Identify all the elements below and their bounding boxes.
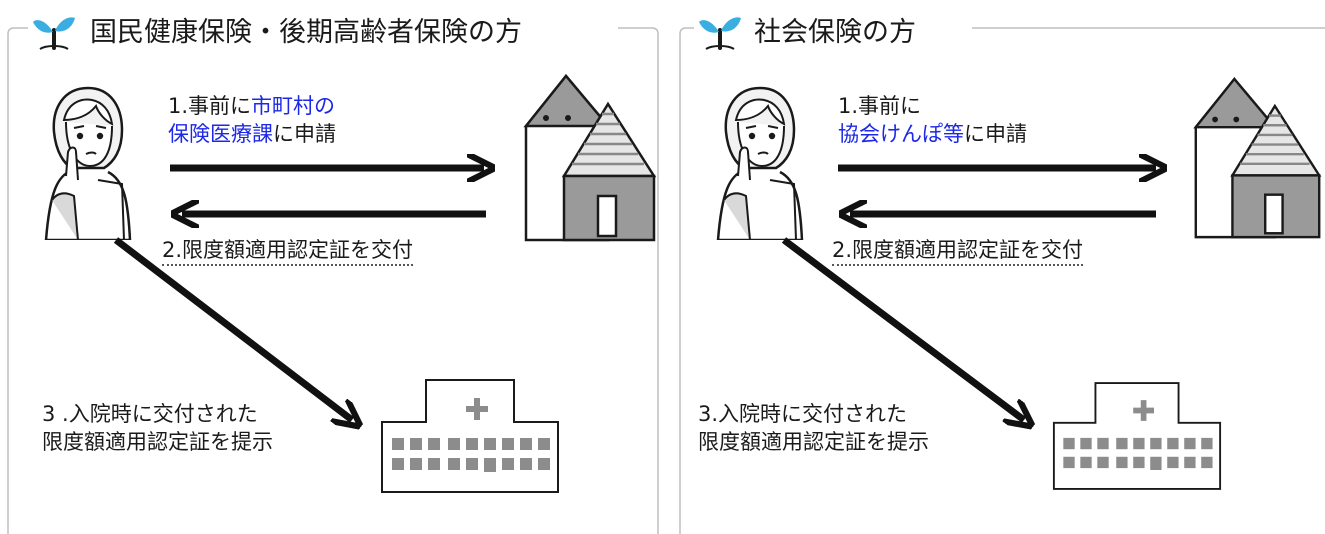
step1-label: 1.事前に 協会けんぽ等に申請 (838, 92, 1027, 148)
left-panel-national-insurance: 国民健康保険・後期高齢者保険の方 1.事前に市町村の 保険医療課に申請 2.限度… (7, 10, 659, 534)
panel-title: 社会保険の方 (748, 10, 922, 49)
panel-frame (7, 27, 659, 534)
flow-illustration (44, 74, 656, 493)
step1-label: 1.事前に市町村の 保険医療課に申請 (168, 92, 336, 148)
arrow-diagonal-icon (113, 237, 352, 420)
step1-highlight-line1: 市町村の (251, 94, 336, 118)
woman-icon (44, 86, 132, 240)
step1-highlight: 協会けんぽ等 (838, 122, 964, 146)
step3-line1: 3.入院時に交付された (698, 402, 908, 426)
step1-suffix: に申請 (273, 122, 336, 146)
panel-frame (679, 27, 1325, 534)
step2-text: 2.限度額適用認定証を交付 (162, 238, 414, 266)
step3-line2: 限度額適用認定証を提示 (698, 430, 929, 454)
step3-label: 3 .入院時に交付された 限度額適用認定証を提示 (42, 400, 273, 456)
hospital-icon (1052, 382, 1222, 490)
step3-line2: 限度額適用認定証を提示 (42, 430, 273, 454)
flow-illustration (716, 77, 1321, 490)
step1-prefix: 1.事前に (838, 94, 922, 118)
house-icon (1194, 77, 1321, 239)
step3-line1: 3 .入院時に交付された (42, 402, 258, 426)
step1-prefix: 1.事前に (168, 94, 252, 118)
step2-text: 2.限度額適用認定証を交付 (832, 238, 1084, 266)
step1-suffix: に申請 (964, 122, 1027, 146)
right-panel-social-insurance: 社会保険の方 1.事前に 協会けんぽ等に申請 2.限度額適用認定証を交付 3.入… (672, 0, 1325, 534)
arrow-diagonal-icon (781, 237, 1024, 420)
panel-title: 国民健康保険・後期高齢者保険の方 (84, 10, 528, 49)
woman-icon (716, 86, 804, 240)
step2-label: 2.限度額適用認定証を交付 (162, 236, 414, 266)
step1-highlight-line2: 保険医療課 (168, 122, 273, 146)
step2-label: 2.限度額適用認定証を交付 (832, 236, 1084, 266)
house-icon (524, 74, 656, 242)
step3-label: 3.入院時に交付された 限度額適用認定証を提示 (698, 400, 929, 456)
hospital-icon (381, 379, 559, 493)
